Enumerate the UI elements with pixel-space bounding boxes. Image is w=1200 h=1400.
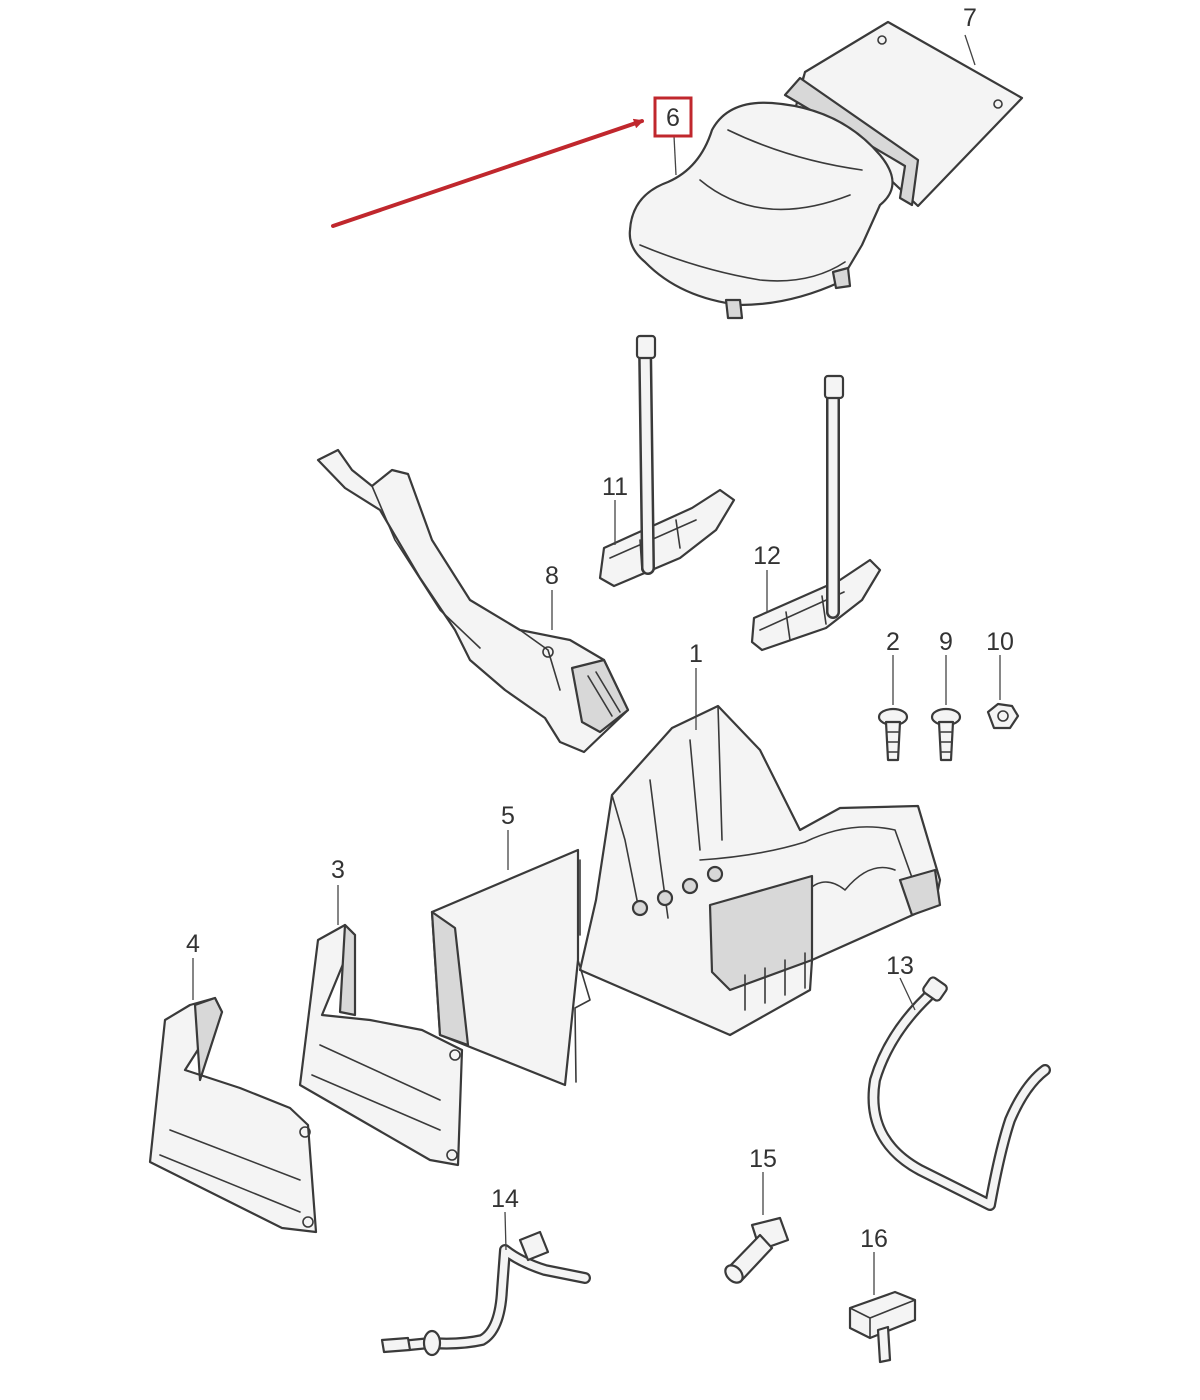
part-5-insulation-sheet	[430, 848, 591, 1087]
callout-15: 15	[749, 1145, 777, 1173]
part-8-bracket	[316, 448, 630, 754]
callout-6-highlight-box	[653, 96, 693, 138]
part-10-nut	[986, 702, 1020, 730]
part-12-hold-down-rod	[750, 374, 882, 652]
part-1-battery-tray	[578, 704, 942, 1037]
callout-5: 5	[501, 802, 515, 830]
callout-14: 14	[491, 1185, 519, 1213]
part-11-hold-down-rod	[598, 334, 736, 588]
callout-4: 4	[186, 930, 200, 958]
part-9-bolt	[930, 707, 962, 762]
callout-12: 12	[753, 542, 781, 570]
highlight-arrow	[331, 118, 644, 228]
callout-1: 1	[689, 640, 703, 668]
leader-lines	[192, 34, 1001, 1295]
part-3-heat-shield	[298, 923, 464, 1167]
callout-6: 6	[666, 104, 680, 132]
callout-13: 13	[886, 952, 914, 980]
part-2-bolt	[877, 707, 909, 762]
part-13-vent-hose	[867, 976, 1051, 1211]
part-4-heat-shield	[148, 996, 318, 1234]
callout-7: 7	[963, 4, 977, 32]
part-14-cable-harness	[380, 1230, 591, 1357]
callout-2: 2	[886, 628, 900, 656]
callout-3: 3	[331, 856, 345, 884]
callout-10: 10	[986, 628, 1014, 656]
callout-8: 8	[545, 562, 559, 590]
part-6-battery-cover	[628, 101, 894, 320]
callout-16: 16	[860, 1225, 888, 1253]
part-15-connector	[724, 1216, 790, 1284]
callout-11: 11	[602, 473, 628, 501]
part-16-clip	[848, 1290, 917, 1364]
callout-9: 9	[939, 628, 953, 656]
callout-labels: 6 7 11 8 12 1 2 9 10 5 3 4 13 14 15 16	[186, 4, 1014, 1253]
